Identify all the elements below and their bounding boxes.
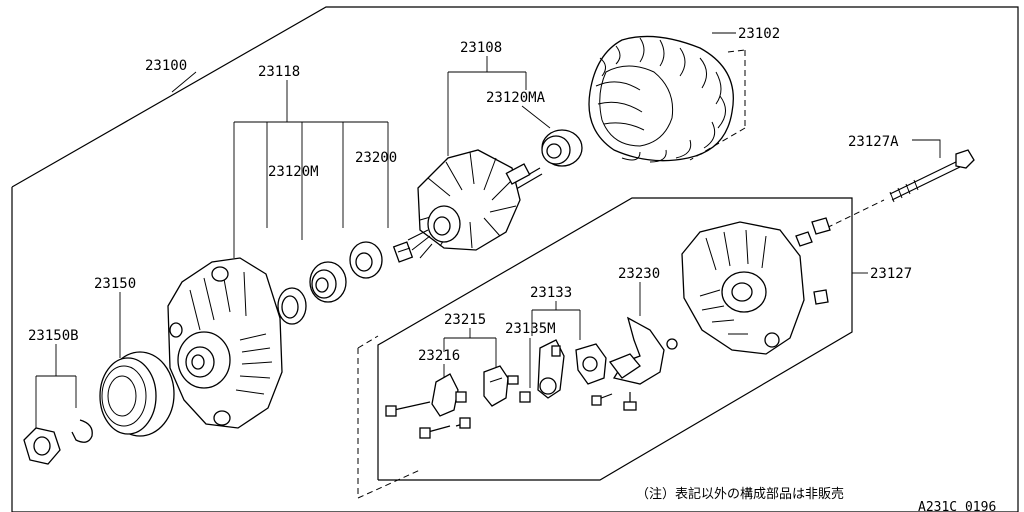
leader-23120MA [521, 105, 551, 129]
rear-assembly-outline [377, 197, 853, 481]
label-23150: 23150 [94, 276, 136, 292]
bearing-23120M [309, 261, 347, 303]
label-23215: 23215 [444, 312, 486, 328]
label-23120MA: 23120MA [486, 90, 546, 106]
nut-23150B [23, 427, 61, 465]
connector-23215 [483, 365, 519, 407]
brush-23135M [519, 391, 531, 403]
through-bolt-23127A [817, 149, 975, 233]
label-23118: 23118 [258, 64, 300, 80]
assembly-outline [11, 6, 1019, 512]
washer-23150B [71, 419, 93, 443]
label-23230: 23230 [618, 266, 660, 282]
rotor-23108 [407, 149, 543, 259]
leader-23127A [912, 139, 941, 158]
label-23200: 23200 [355, 150, 397, 166]
regulator-23230 [608, 316, 678, 385]
diode-23216 [431, 373, 467, 417]
screw-set [385, 392, 637, 439]
label-23150B: 23150B [28, 328, 79, 344]
spacer-ring [277, 287, 307, 325]
pulley-23150 [99, 351, 175, 437]
label-23135M: 23135M [505, 321, 556, 337]
label-23216: 23216 [418, 348, 460, 364]
label-23120M: 23120M [268, 164, 319, 180]
screw-23200 [392, 241, 414, 263]
label-23127: 23127 [870, 266, 912, 282]
label-23108: 23108 [460, 40, 502, 56]
brush-assembly-23133 [537, 339, 565, 399]
label-23102: 23102 [738, 26, 780, 42]
stator-23102 [588, 35, 746, 163]
label-23127A: 23127A [848, 134, 899, 150]
front-housing [167, 257, 283, 429]
label-23100: 23100 [145, 58, 187, 74]
washer-23200 [349, 241, 383, 279]
leader-23100 [171, 71, 197, 93]
drawing-code: A231C 0196 [918, 500, 996, 512]
rear-assembly-dash-bottom [357, 469, 421, 499]
rear-housing-23127 [681, 217, 831, 355]
bearing-23120MA [541, 129, 583, 167]
label-23133: 23133 [530, 285, 572, 301]
terminal-plate [575, 343, 607, 385]
rear-assembly-dash-top [357, 335, 379, 349]
footer-note: （注）表記以外の構成部品は非販売 [636, 486, 844, 502]
